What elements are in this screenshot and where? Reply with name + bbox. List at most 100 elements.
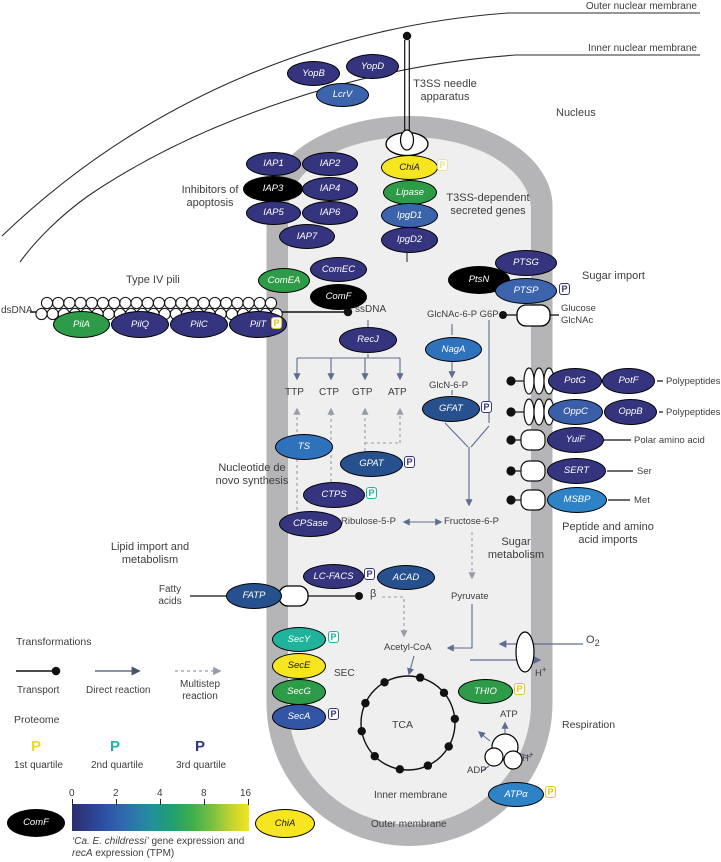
proteome-badge-lcfacs: P xyxy=(364,568,376,580)
glcnac-6p-g6p-label: GlcNAc-6-P G6P xyxy=(427,309,499,320)
h-base-2: H xyxy=(522,753,529,765)
sugar-transporter xyxy=(499,304,559,327)
gene-ellipse-iap1: IAP1 xyxy=(246,152,301,176)
gene-ellipse-ptsp: PTSP xyxy=(495,278,557,304)
glucose-glcnac-label: Glucose GlcNAc xyxy=(561,303,596,326)
type-iv-pili-label: Type IV pili xyxy=(126,274,180,286)
proteome-badge-secy: P xyxy=(328,631,340,643)
gene-ellipse-recj: RecJ xyxy=(339,327,397,353)
t3ss-needle-graphic xyxy=(385,31,429,262)
proteome-badge-seca: P xyxy=(328,708,340,720)
legend-transport: Transport xyxy=(17,685,60,696)
h-sup-1: + xyxy=(541,665,547,674)
tca-cycle-graphic xyxy=(357,673,460,774)
o2-base: O xyxy=(586,634,595,646)
gene-ellipse-pila: PilA xyxy=(53,311,110,338)
nucleus-label: Nucleus xyxy=(556,107,596,119)
colorbar-tick-0: 0 xyxy=(69,788,75,799)
taxon-name: ‘Ca. E. childressi’ xyxy=(72,836,149,847)
sugar-import-label: Sugar import xyxy=(582,270,645,282)
gene-ellipse-lcfacs: LC-FACS xyxy=(303,564,364,589)
gene-ellipse-pilq: PilQ xyxy=(111,311,169,338)
gene-ellipse-sert: SERT xyxy=(547,458,606,484)
gene-ellipse-oppc: OppC xyxy=(548,399,603,425)
gene-ellipse-acad: ACAD xyxy=(377,565,435,590)
gene-ellipse-lipase: Lipase xyxy=(383,180,437,205)
gene-ellipse-thio: THIO xyxy=(458,679,513,704)
h-sup-2: + xyxy=(528,750,534,759)
tca-label: TCA xyxy=(392,719,413,731)
expression-colorbar xyxy=(72,804,249,831)
o2-label: O2 xyxy=(586,634,600,649)
peptide-imports-label: Peptide and amino acid imports xyxy=(562,521,654,547)
pyruvate-label: Pyruvate xyxy=(451,591,489,602)
quartile3-p-icon: P xyxy=(195,738,206,755)
gene-ellipse-pilc: PilC xyxy=(170,311,228,338)
colorbar-tick xyxy=(248,799,249,805)
legend-q3: 3rd quartile xyxy=(176,760,227,771)
gene-ellipse-gpat: GPAT xyxy=(340,451,403,477)
legend-gene-ellipse-comf: ComF xyxy=(7,809,65,837)
dsdna-label: dsDNA xyxy=(1,305,33,316)
colorbar-tick xyxy=(160,799,161,805)
met-label: Met xyxy=(634,495,650,506)
ctp-label: CTP xyxy=(319,387,339,398)
t3ss-dependent-label: T3SS-dependent secreted genes xyxy=(446,192,530,218)
gene-ellipse-ipgd2: IpgD2 xyxy=(381,227,438,253)
ssdna-label: ssDNA xyxy=(355,304,387,315)
proteome-badge-pilt: P xyxy=(271,317,283,329)
colorbar-caption-line1: ‘Ca. E. childressi’ gene expression and xyxy=(72,836,292,848)
proteome-badge-gfat: P xyxy=(481,401,493,413)
sugar-dashed xyxy=(382,532,476,638)
atp-label: ATP xyxy=(388,387,407,398)
sec-label: SEC xyxy=(334,668,355,679)
gene-ellipse-yopd: YopD xyxy=(346,54,399,79)
colorbar-caption-line2: recA expression (TPM) xyxy=(72,848,292,860)
caption2-rest: expression (TPM) xyxy=(92,848,175,859)
gene-ellipse-fatp: FATP xyxy=(226,583,282,609)
proteome-badge-gpat: P xyxy=(404,456,416,468)
gene-ellipse-ctps: CTPS xyxy=(303,482,365,508)
colorbar-tick xyxy=(116,799,117,805)
reca-gene: recA xyxy=(72,848,93,859)
gene-ellipse-ipgd1: IpgD1 xyxy=(381,203,438,228)
legend-q2: 2nd quartile xyxy=(91,760,144,771)
proteome-badge-ptsp: P xyxy=(559,283,571,295)
proteome-badge-ctps: P xyxy=(366,487,378,499)
colorbar-tick-16: 16 xyxy=(240,788,252,799)
gene-ellipse-atpa: ATPα xyxy=(488,782,544,807)
glcn-6p-label: GlcN-6-P xyxy=(429,380,469,391)
gtp-label: GTP xyxy=(352,387,373,398)
gene-ellipse-comf: ComF xyxy=(310,284,367,310)
sugar-metabolism-label: Sugar metabolism xyxy=(487,536,545,562)
inhibitors-of-apoptosis-label: Inhibitors of apoptosis xyxy=(181,184,239,210)
colorbar-tick-2: 2 xyxy=(113,788,119,799)
gene-ellipse-secy: SecY xyxy=(272,627,326,652)
colorbar-tick-4: 4 xyxy=(157,788,163,799)
gene-ellipse-iap2: IAP2 xyxy=(302,152,358,176)
quartile2-p-icon: P xyxy=(110,738,121,755)
legend-q1: 1st quartile xyxy=(14,760,63,771)
gene-ellipse-comea: ComEA xyxy=(258,268,310,293)
gene-ellipse-seca: SecA xyxy=(272,704,326,730)
gene-ellipse-chia: ChiA xyxy=(381,155,438,180)
ribulose-5p-label: Ribulose-5-P xyxy=(341,516,396,527)
gene-ellipse-comec: ComEC xyxy=(310,257,367,282)
fructose-6p-label: Fructose-6-P xyxy=(444,516,499,527)
h-base-1: H xyxy=(535,668,542,680)
nuclear-membranes xyxy=(1,12,700,263)
gene-ellipse-gfat: GFAT xyxy=(422,396,480,422)
gene-ellipse-msbp: MSBP xyxy=(547,487,607,513)
caption-rest: gene expression and xyxy=(148,836,245,847)
lipid-import-label: Lipid import and metabolism xyxy=(110,541,190,567)
legend-direct-reaction: Direct reaction xyxy=(86,685,151,696)
gene-ellipse-cpsase: CPSase xyxy=(279,511,342,537)
atp-synthase-graphic xyxy=(477,721,532,772)
respiration-graphic xyxy=(470,631,583,673)
inner-nuclear-membrane-label: Inner nuclear membrane xyxy=(588,43,697,54)
ttp-label: TTP xyxy=(285,387,304,398)
colorbar-tick-8: 8 xyxy=(201,788,207,799)
h-plus-label-1: H+ xyxy=(535,665,547,680)
